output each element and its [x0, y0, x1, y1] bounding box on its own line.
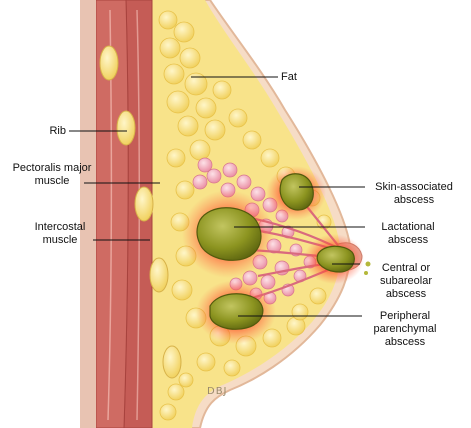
- artist-signature: DBJ: [207, 386, 228, 397]
- peripheral-abscess: [209, 293, 264, 330]
- lactational-abscess-label: Lactational abscess: [381, 221, 435, 246]
- subareolar-abscess: [316, 245, 355, 273]
- fat-globules: [158, 10, 332, 421]
- rib-label: Rib: [49, 125, 66, 137]
- peripheral-parenchymal-abscess-label: Peripheral parenchymal abscess: [373, 310, 437, 348]
- skin-associated-abscess: [279, 173, 314, 211]
- central-subareolar-abscess-label: Central or subareolar abscess: [380, 262, 432, 300]
- skin-associated-abscess-label: Skin-associated abscess: [375, 181, 453, 206]
- discharge-drop-2: [364, 271, 368, 275]
- intercostal-muscle-label: Intercostal muscle: [34, 221, 86, 246]
- ribs: [99, 45, 182, 379]
- pectoralis-major-label: Pectoralis major muscle: [12, 162, 92, 187]
- chest-wall: [80, 0, 96, 428]
- lactational-abscess: [196, 207, 262, 261]
- leader-lines: [69, 76, 365, 317]
- fat-label: Fat: [281, 71, 297, 83]
- intercostal-muscle: [95, 0, 129, 428]
- discharge-drop-1: [365, 261, 371, 267]
